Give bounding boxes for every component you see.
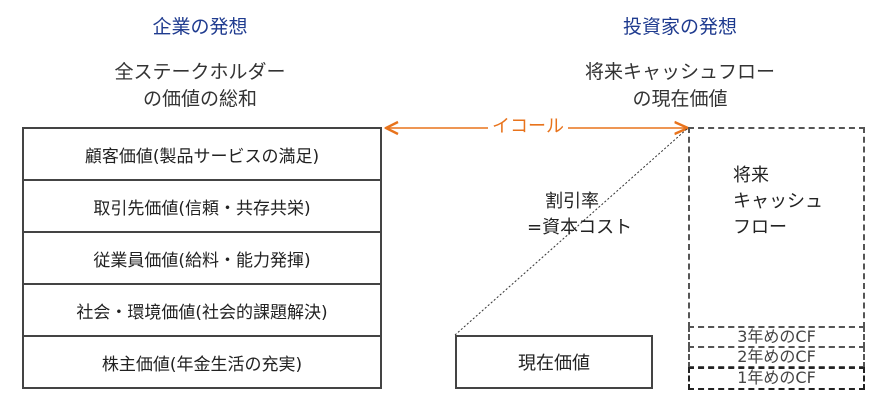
left-subtitle: 全ステークホルダー の価値の総和 (70, 59, 330, 113)
stack-row-customer: 顧客価値(製品サービスの満足) (24, 129, 380, 181)
stack-row-society: 社会・環境価値(社会的課題解決) (24, 285, 380, 337)
future-cashflow-line1: 将来 (733, 165, 769, 186)
equal-label: イコール (488, 117, 568, 137)
stack-row-employee: 従業員価値(給料・能力発揮) (24, 233, 380, 285)
stack-row-supplier: 取引先価値(信頼・共存共栄) (24, 181, 380, 233)
right-subtitle: 将来キャッシュフロー の現在価値 (555, 59, 805, 113)
left-subtitle-line2: の価値の総和 (142, 88, 257, 110)
discount-rate-label: 割引率 =資本コスト (527, 189, 632, 241)
cf-row-year1: 1年めのCF (688, 367, 865, 390)
future-cashflow-label: 将来 キャッシュ フロー (733, 163, 823, 241)
present-value-box: 現在価値 (455, 335, 653, 389)
cf-row-year3: 3年めのCF (688, 326, 865, 348)
right-heading: 投資家の発想 (622, 16, 737, 38)
left-heading: 企業の発想 (152, 16, 248, 38)
future-cashflow-line3: フロー (733, 217, 787, 238)
cf-row-year2: 2年めのCF (688, 346, 865, 368)
left-subtitle-line1: 全ステークホルダー (114, 61, 286, 83)
future-cashflow-line2: キャッシュ (733, 191, 823, 212)
right-subtitle-line2: の現在価値 (632, 88, 728, 110)
discount-rate-line1: 割引率 (545, 191, 599, 212)
stakeholder-value-stack: 顧客価値(製品サービスの満足) 取引先価値(信頼・共存共栄) 従業員価値(給料・… (22, 127, 382, 389)
right-subtitle-line1: 将来キャッシュフロー (584, 61, 775, 83)
discount-rate-line2: =資本コスト (527, 217, 633, 238)
stack-row-shareholder: 株主価値(年金生活の充実) (101, 354, 303, 375)
